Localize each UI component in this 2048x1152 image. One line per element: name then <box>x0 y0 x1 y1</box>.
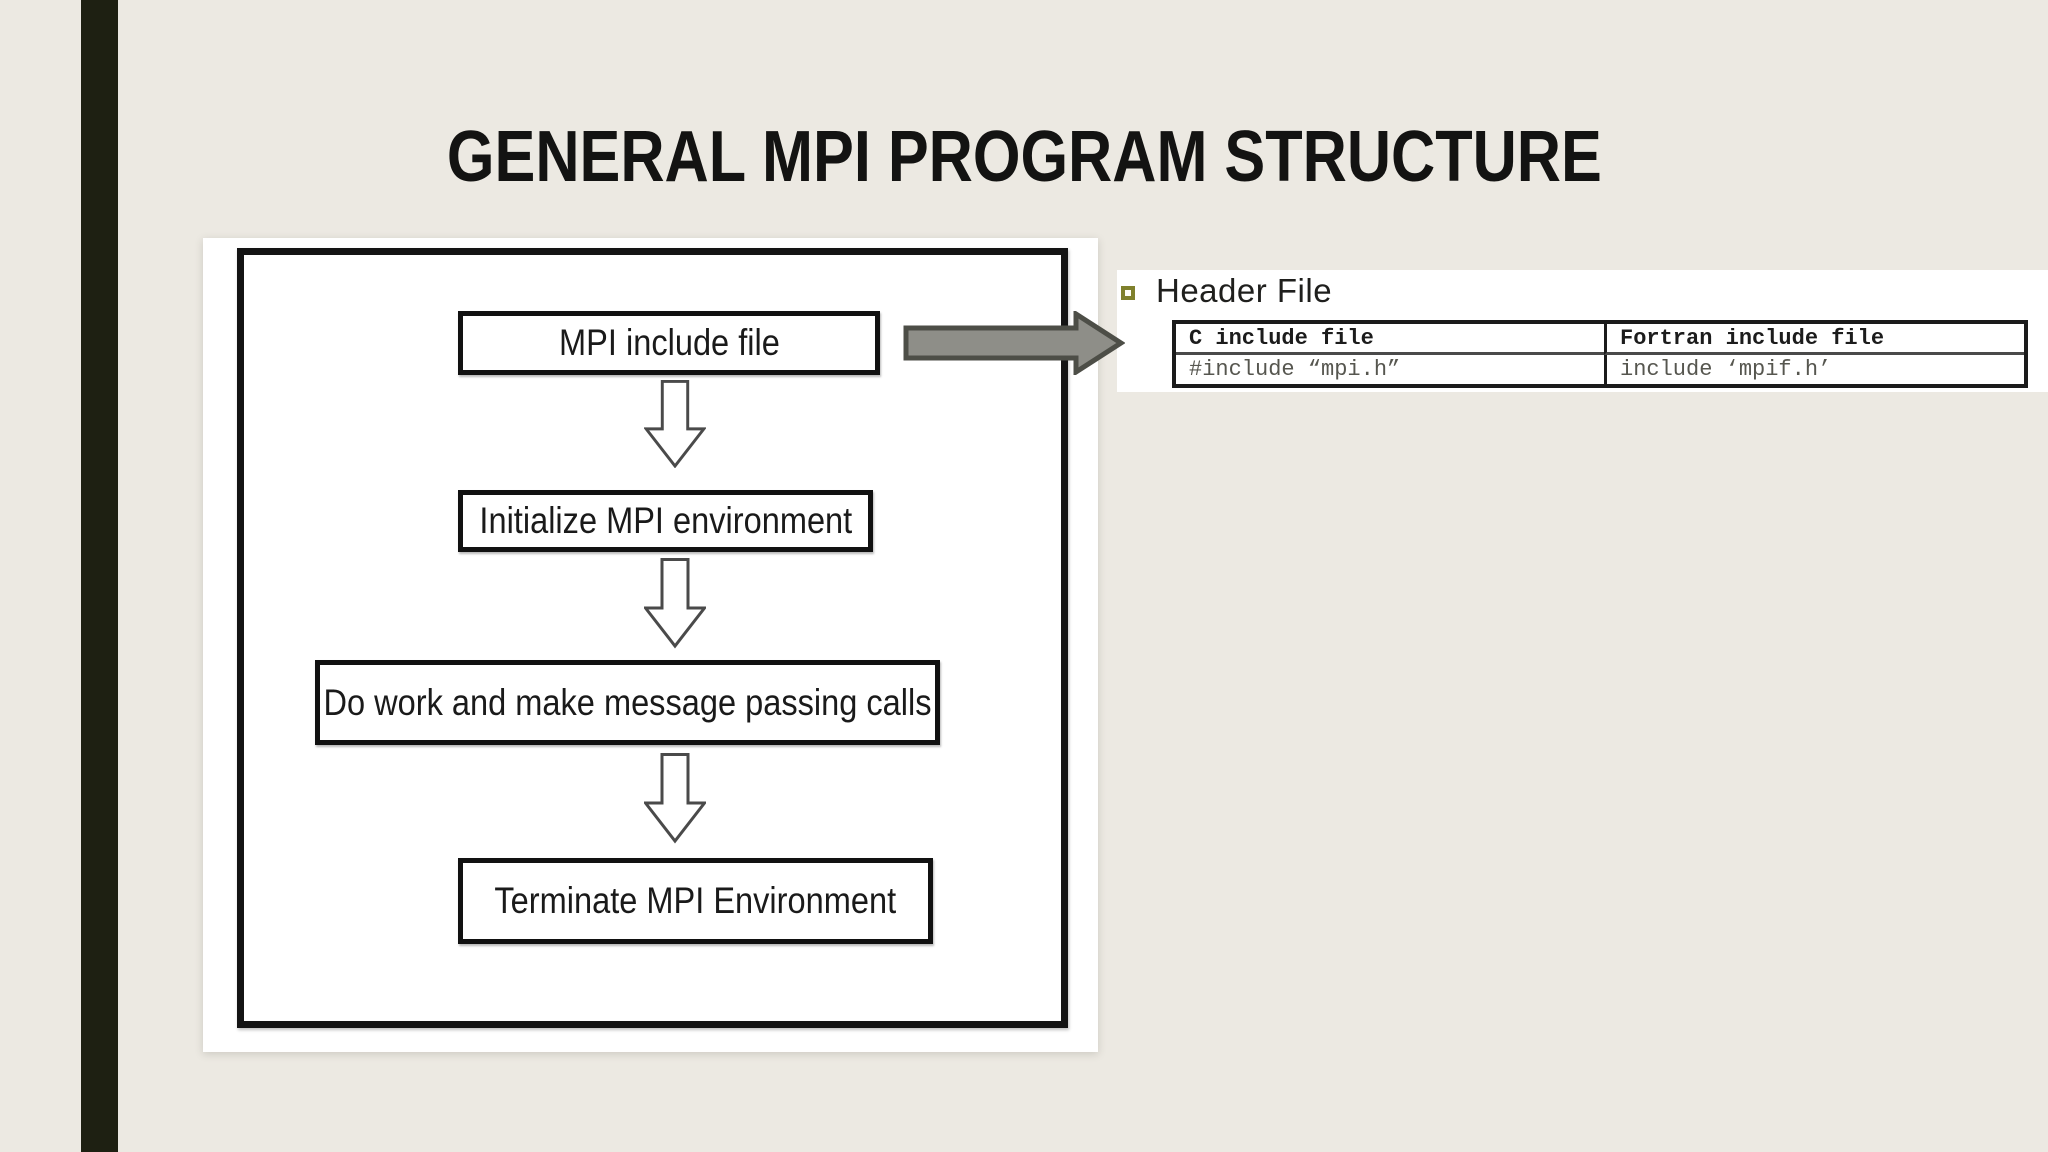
down-arrow-icon <box>644 753 706 844</box>
page-title: GENERAL MPI PROGRAM STRUCTURE <box>0 116 2048 198</box>
down-arrow-icon <box>644 558 706 649</box>
flowchart-box-label: MPI include file <box>558 322 780 363</box>
down-arrow-icon <box>644 380 706 468</box>
flowchart-box-terminate-mpi: Terminate MPI Environment <box>458 858 933 944</box>
table-cell-fortran-include-value: include ‘mpif.h’ <box>1604 355 2024 384</box>
flowchart-box-label: Do work and make message passing calls <box>323 681 932 723</box>
table-header-c-include: C include file <box>1176 324 1604 355</box>
page-title-text: GENERAL MPI PROGRAM STRUCTURE <box>446 117 1602 197</box>
table-header-fortran-include: Fortran include file <box>1604 324 2024 355</box>
include-file-table: C include file Fortran include file #inc… <box>1172 320 2028 388</box>
right-arrow-icon <box>903 311 1125 375</box>
flowchart-outer-border <box>237 248 1068 1028</box>
flowchart-box-initialize-mpi: Initialize MPI environment <box>458 490 873 552</box>
header-file-heading: Header File <box>1156 272 1333 309</box>
flowchart-box-label: Terminate MPI Environment <box>494 880 897 921</box>
flowchart-box-label: Initialize MPI environment <box>479 500 852 541</box>
left-accent-bar <box>81 0 118 1152</box>
table-cell-c-include-value: #include “mpi.h” <box>1189 357 1401 382</box>
flowchart-box-mpi-include-file: MPI include file <box>458 311 880 375</box>
open-square-bullet-icon <box>1121 286 1135 300</box>
flowchart-box-do-work: Do work and make message passing calls <box>315 660 940 745</box>
